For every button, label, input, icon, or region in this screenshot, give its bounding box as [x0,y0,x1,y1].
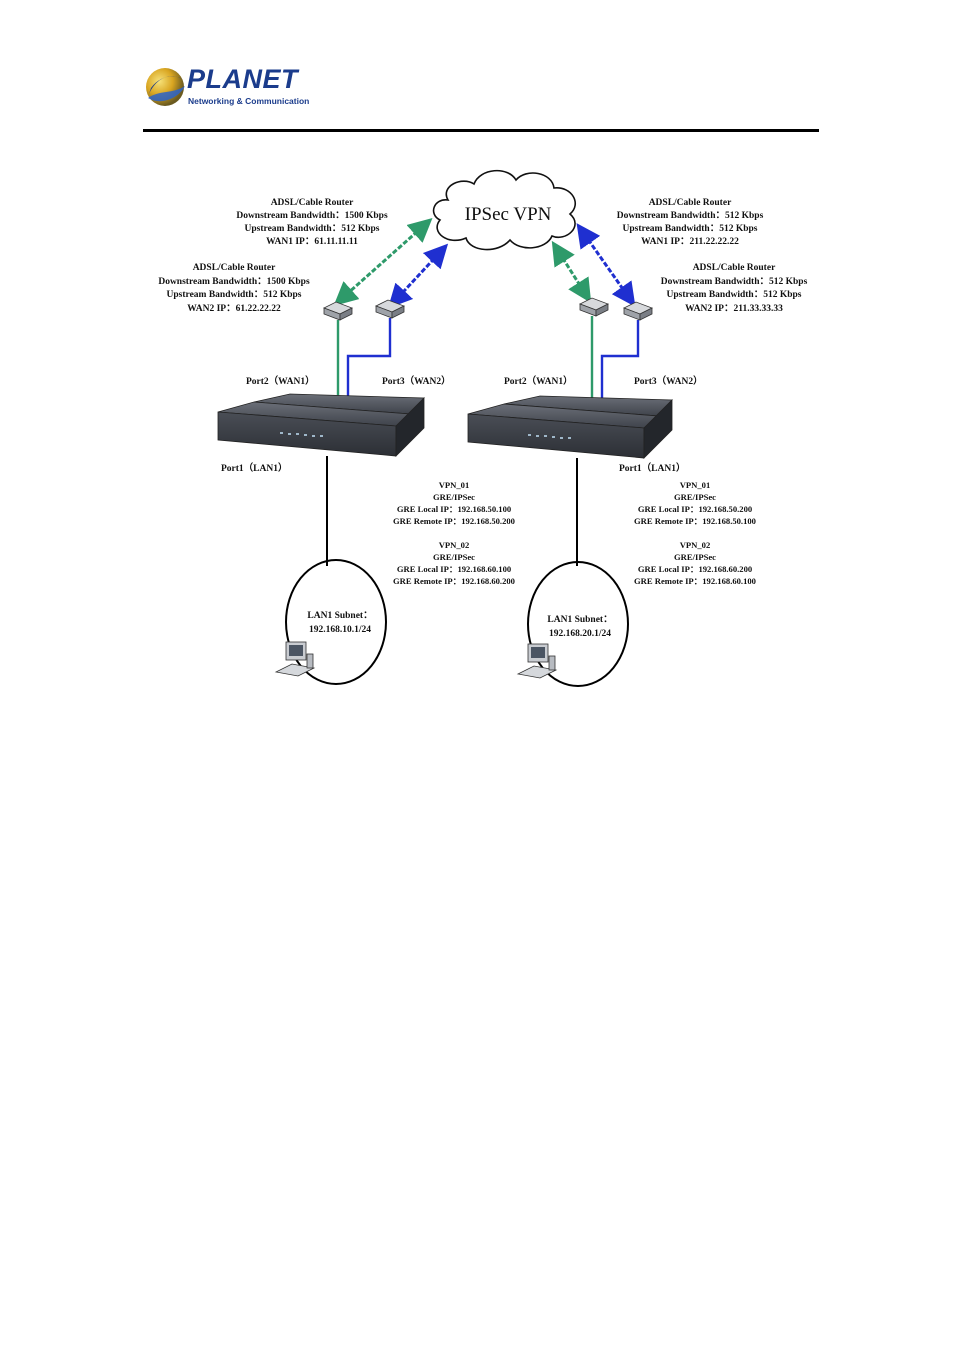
logo-tagline: Networking & Communication [188,96,310,106]
left-vpn02-line: GRE/IPSec [433,552,475,562]
right-vpn-gateway-icon [467,395,673,459]
ipsec-vpn-cloud: IPSec VPN [432,169,576,251]
right-vpn02-line: GRE/IPSec [674,552,716,562]
left-vpn-gateway-icon [217,393,425,457]
left-router1-line: Downstream Bandwidth：1500 Kbps [236,211,388,221]
logo-wordmark: PLANET [187,64,298,94]
left-router2-info: ADSL/Cable Router Downstream Bandwidth：1… [158,263,310,314]
header-rule [143,129,819,132]
left-lan-subnet-ellipse [285,559,387,685]
left-subnet-line: LAN1 Subnet： [307,611,372,621]
right-port1-label: Port1（LAN1） [619,462,686,474]
planet-logo: PLANET Networking & Communication [143,64,313,110]
right-port2-label: Port2（WAN1） [504,375,573,387]
globe-logo-icon [146,68,185,106]
left-subnet-info: LAN1 Subnet： 192.168.10.1/24 [307,611,372,635]
cloud-label: IPSec VPN [465,204,552,225]
left-router1-info: ADSL/Cable Router Downstream Bandwidth：1… [236,198,388,247]
left-modem-wan2-icon [375,299,405,319]
right-router1-info: ADSL/Cable Router Downstream Bandwidth：5… [617,198,764,247]
right-lan-subnet-ellipse [527,561,629,687]
left-router2-line: ADSL/Cable Router [193,263,276,273]
right-vpn02-info: VPN_02 GRE/IPSec GRE Local IP：192.168.60… [634,540,756,586]
right-vpn01-line: VPN_01 [680,480,711,490]
left-wan1-link [333,218,433,306]
left-vpn01-line: GRE/IPSec [433,492,475,502]
left-modem-wan1-icon [323,301,353,321]
right-vpn01-line: GRE/IPSec [674,492,716,502]
left-router1-line: WAN1 IP：61.11.11.11 [266,237,358,247]
left-router1-line: Upstream Bandwidth：512 Kbps [245,224,380,234]
right-modem-wan1-icon [579,297,609,317]
right-vpn01-line: GRE Remote IP：192.168.50.100 [634,516,756,526]
left-router2-line: Downstream Bandwidth：1500 Kbps [158,277,310,287]
left-wan2-link [387,243,449,309]
right-subnet-line: LAN1 Subnet： [547,615,612,625]
left-vpn01-info: VPN_01 GRE/IPSec GRE Local IP：192.168.50… [393,480,515,526]
right-subnet-line: 192.168.20.1/24 [549,629,611,639]
right-router2-line: Downstream Bandwidth：512 Kbps [661,277,808,287]
left-router2-line: Upstream Bandwidth：512 Kbps [167,290,302,300]
right-router1-line: Downstream Bandwidth：512 Kbps [617,211,764,221]
right-router2-line: ADSL/Cable Router [693,263,776,273]
right-wan2-link [576,223,636,307]
left-port3-cable [346,318,392,402]
right-router1-line: WAN1 IP：211.22.22.22 [641,237,739,247]
left-port3-label: Port3（WAN2） [382,375,451,387]
left-vpn02-line: GRE Local IP：192.168.60.100 [397,564,511,574]
right-router2-line: Upstream Bandwidth：512 Kbps [667,290,802,300]
left-vpn02-info: VPN_02 GRE/IPSec GRE Local IP：192.168.60… [393,540,515,586]
right-router2-info: ADSL/Cable Router Downstream Bandwidth：5… [661,263,808,314]
left-vpn02-line: GRE Remote IP：192.168.60.200 [393,576,515,586]
right-vpn01-info: VPN_01 GRE/IPSec GRE Local IP：192.168.50… [634,480,756,526]
right-router1-line: Upstream Bandwidth：512 Kbps [623,224,758,234]
left-pc-icon [274,641,316,677]
right-wan1-link [551,240,592,304]
right-vpn02-line: GRE Remote IP：192.168.60.100 [634,576,756,586]
left-subnet-line: 192.168.10.1/24 [309,625,371,635]
left-router2-line: WAN2 IP：61.22.22.22 [187,304,281,314]
right-pc-icon [516,643,558,679]
left-vpn01-line: GRE Local IP：192.168.50.100 [397,504,511,514]
right-port3-cable [600,320,640,404]
left-port2-label: Port2（WAN1） [246,375,315,387]
right-router2-line: WAN2 IP：211.33.33.33 [685,304,783,314]
right-modem-wan2-icon [623,301,653,321]
left-vpn01-line: GRE Remote IP：192.168.50.200 [393,516,515,526]
left-vpn01-line: VPN_01 [439,480,470,490]
right-subnet-info: LAN1 Subnet： 192.168.20.1/24 [547,615,612,639]
left-vpn02-line: VPN_02 [439,540,470,550]
right-port3-label: Port3（WAN2） [634,375,703,387]
right-vpn02-line: GRE Local IP：192.168.60.200 [638,564,752,574]
left-port1-label: Port1（LAN1） [221,462,288,474]
right-router1-line: ADSL/Cable Router [649,198,732,208]
left-router1-line: ADSL/Cable Router [271,198,354,208]
right-vpn02-line: VPN_02 [680,540,711,550]
right-vpn01-line: GRE Local IP：192.168.50.200 [638,504,752,514]
